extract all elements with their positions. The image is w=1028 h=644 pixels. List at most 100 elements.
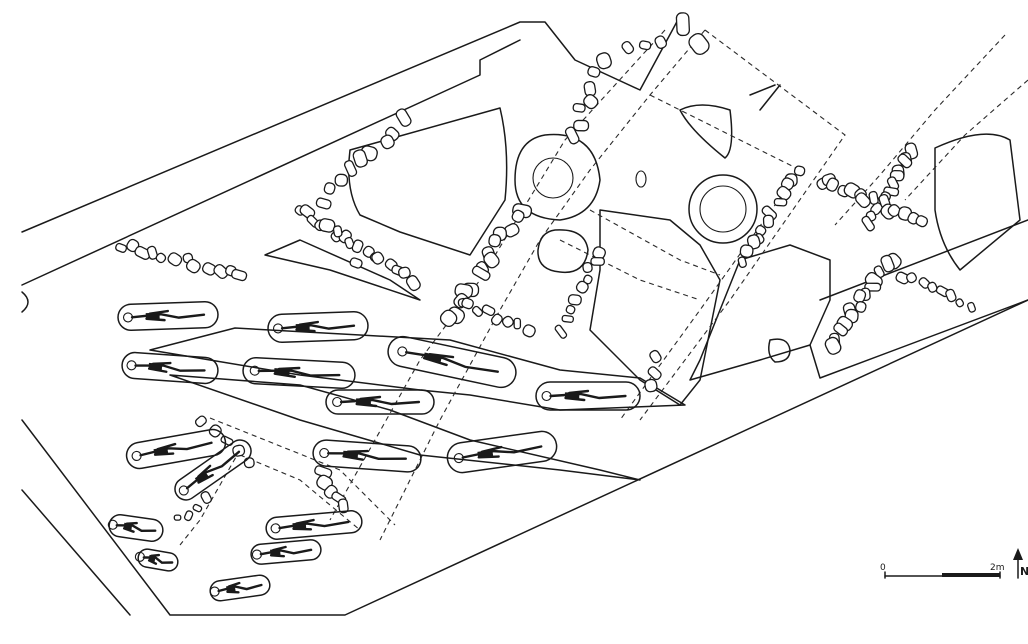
stone: [855, 301, 867, 313]
stone: [583, 94, 599, 110]
stone: [334, 173, 349, 187]
burial-pit: [107, 514, 164, 542]
stone: [405, 275, 421, 292]
stone: [501, 315, 514, 328]
stone: [395, 108, 412, 127]
stone: [349, 257, 363, 269]
round-pits: [514, 133, 791, 363]
stone: [955, 298, 965, 308]
stone: [737, 256, 747, 268]
stone: [115, 242, 128, 253]
stone: [861, 215, 875, 232]
stone: [564, 126, 580, 145]
stone: [471, 305, 484, 318]
stone: [824, 336, 842, 355]
trench-outline: [21, 15, 1028, 616]
stone: [776, 185, 792, 201]
scale-bar-end-label: 2m: [990, 563, 1005, 573]
grid-lines: [179, 29, 1028, 546]
stone: [146, 245, 158, 260]
stone: [185, 258, 201, 274]
stone: [565, 304, 576, 315]
stone: [380, 134, 395, 150]
stone: [654, 35, 668, 49]
stone: [155, 252, 167, 264]
stone: [351, 239, 364, 254]
burial-pit: [242, 356, 356, 390]
stone: [561, 314, 575, 323]
burial-pit: [250, 539, 322, 565]
stone: [573, 119, 590, 132]
stone: [371, 251, 385, 265]
stone: [590, 256, 605, 266]
stone: [647, 366, 662, 381]
stone: [638, 40, 652, 51]
stone: [461, 297, 474, 310]
stone: [337, 498, 349, 514]
burial-pit: [387, 335, 517, 389]
stone: [855, 192, 871, 209]
stone: [398, 266, 411, 279]
stone: [587, 66, 601, 78]
stone: [332, 225, 343, 238]
burial-pit: [325, 389, 435, 415]
stone: [522, 324, 536, 338]
stone: [868, 190, 879, 205]
stone: [213, 263, 229, 280]
stone: [575, 280, 589, 294]
stone: [833, 322, 849, 337]
burial-pit: [535, 381, 641, 411]
burial-pit: [312, 439, 422, 473]
stone: [490, 313, 503, 326]
stone: [315, 197, 332, 210]
burial-pit: [265, 510, 363, 540]
burial-pit: [267, 310, 369, 344]
stone: [967, 301, 976, 313]
stone: [343, 159, 358, 177]
stone: [906, 272, 917, 284]
stone: [194, 415, 207, 428]
stone: [644, 378, 658, 393]
stone: [773, 197, 788, 207]
stone: [220, 435, 234, 446]
stone: [183, 510, 194, 522]
burial-pit: [446, 430, 558, 474]
stone: [200, 491, 212, 504]
burial-pit: [121, 351, 219, 385]
stone: [344, 236, 355, 250]
stone: [208, 424, 222, 438]
feature-outlines: [149, 84, 1021, 481]
stone: [439, 309, 458, 327]
stone: [572, 102, 586, 113]
stone: [231, 268, 248, 282]
burial-pit: [134, 548, 179, 572]
burial-pit: [125, 428, 227, 470]
stone: [243, 457, 255, 469]
stone: [915, 215, 929, 228]
north-arrow-label: N: [1020, 565, 1028, 578]
stone: [762, 214, 775, 229]
stone: [352, 149, 368, 168]
burial-pit: [209, 574, 271, 602]
stone: [927, 281, 938, 293]
stone: [793, 165, 806, 177]
scale-bar: 0 2m: [880, 563, 1005, 579]
stone: [567, 294, 582, 306]
stone: [323, 182, 336, 195]
stone: [488, 233, 502, 248]
north-arrow-icon: N: [1013, 548, 1028, 579]
stone: [513, 317, 522, 330]
burial-pit: [174, 439, 252, 501]
stone: [582, 261, 593, 274]
stone: [739, 244, 754, 258]
stone: [554, 324, 568, 339]
scale-bar-start-label: 0: [880, 563, 886, 573]
stone: [481, 304, 496, 317]
stone: [897, 153, 913, 169]
stone-clusters: [115, 12, 976, 522]
stone: [511, 209, 525, 223]
stone: [173, 514, 182, 521]
stone: [167, 252, 183, 267]
stone: [471, 265, 491, 281]
